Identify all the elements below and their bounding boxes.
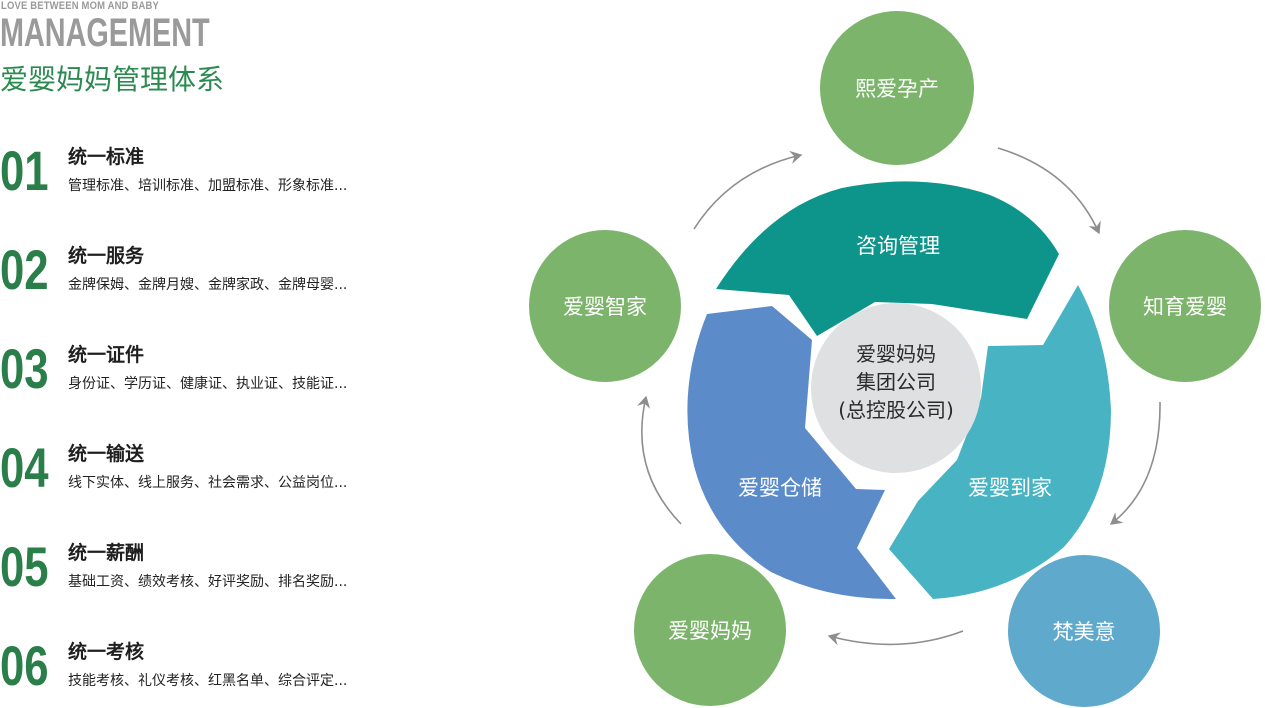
item-description: 技能考核、礼仪考核、红黑名单、综合评定... [68, 673, 348, 689]
satellite-label-left: 爱婴智家 [563, 295, 647, 319]
center-circle [811, 303, 981, 473]
item-description: 身份证、学历证、健康证、执业证、技能证... [68, 376, 348, 392]
segment-storage [687, 306, 896, 600]
item-number: 06 [0, 634, 49, 697]
item-title: 统一考核 [68, 641, 145, 663]
item-title: 统一标准 [68, 146, 145, 168]
ring-segments [687, 181, 1111, 600]
satellite-bottom-right: 梵美意 [1008, 555, 1160, 707]
segment-label-home: 爱婴到家 [968, 476, 1052, 500]
segment-label-consult: 咨询管理 [856, 234, 940, 258]
satellite-right: 知育爱婴 [1109, 230, 1261, 382]
segment-label-storage: 爱婴仓储 [738, 476, 822, 500]
satellite-label-bottom-left: 爱婴妈妈 [668, 619, 752, 643]
item-number: 01 [0, 139, 49, 202]
center-line-2: 集团公司 [856, 370, 936, 394]
list-item: 05 统一薪酬 基础工资、绩效考核、好评奖励、排名奖励... [0, 535, 420, 605]
center-line-1: 爱婴妈妈 [856, 342, 936, 366]
item-description: 管理标准、培训标准、加盟标准、形象标准... [68, 178, 348, 194]
item-number: 05 [0, 535, 49, 598]
item-title: 统一输送 [68, 443, 145, 465]
orbit-arrows [637, 147, 1161, 646]
center-hub: 爱婴妈妈 集团公司 (总控股公司) [811, 303, 981, 473]
center-line-3: (总控股公司) [838, 398, 954, 422]
arrow-left-to-top [693, 150, 803, 230]
satellite-label-top: 熙爱孕产 [855, 77, 939, 101]
list-item: 06 统一考核 技能考核、礼仪考核、红黑名单、综合评定... [0, 634, 420, 704]
arrow-top-to-right [997, 147, 1101, 235]
arrow-bottom-right-to-bottom-left [827, 630, 964, 646]
item-number: 04 [0, 436, 49, 499]
satellite-top: 熙爱孕产 [820, 11, 974, 165]
satellite-label-bottom-right: 梵美意 [1053, 620, 1116, 644]
arrow-right-to-bottom-right [1109, 401, 1161, 525]
segment-consult [716, 181, 1059, 336]
list-item: 03 统一证件 身份证、学历证、健康证、执业证、技能证... [0, 337, 420, 407]
item-title: 统一证件 [68, 344, 145, 366]
header-kicker: LOVE BETWEEN MOM AND BABY [1, 0, 159, 12]
list-item: 04 统一输送 线下实体、线上服务、社会需求、公益岗位... [0, 436, 420, 506]
page-title: 爱婴妈妈管理体系 [0, 63, 225, 96]
item-title: 统一薪酬 [68, 542, 145, 564]
item-title: 统一服务 [68, 245, 145, 267]
segment-home [889, 285, 1111, 599]
header-big-title: MANAGEMENT [0, 11, 210, 55]
list-item: 02 统一服务 金牌保姆、金牌月嫂、金牌家政、金牌母婴... [0, 238, 420, 308]
item-number: 02 [0, 238, 49, 301]
item-description: 金牌保姆、金牌月嫂、金牌家政、金牌母婴... [68, 277, 348, 293]
satellite-label-right: 知育爱婴 [1143, 295, 1227, 319]
item-number: 03 [0, 337, 49, 400]
item-description: 基础工资、绩效考核、好评奖励、排名奖励... [68, 574, 348, 590]
satellite-left: 爱婴智家 [529, 230, 681, 382]
item-description: 线下实体、线上服务、社会需求、公益岗位... [68, 475, 348, 491]
list-item: 01 统一标准 管理标准、培训标准、加盟标准、形象标准... [0, 139, 420, 209]
arrow-bottom-left-to-left [637, 395, 682, 525]
satellite-bottom-left: 爱婴妈妈 [634, 554, 786, 706]
